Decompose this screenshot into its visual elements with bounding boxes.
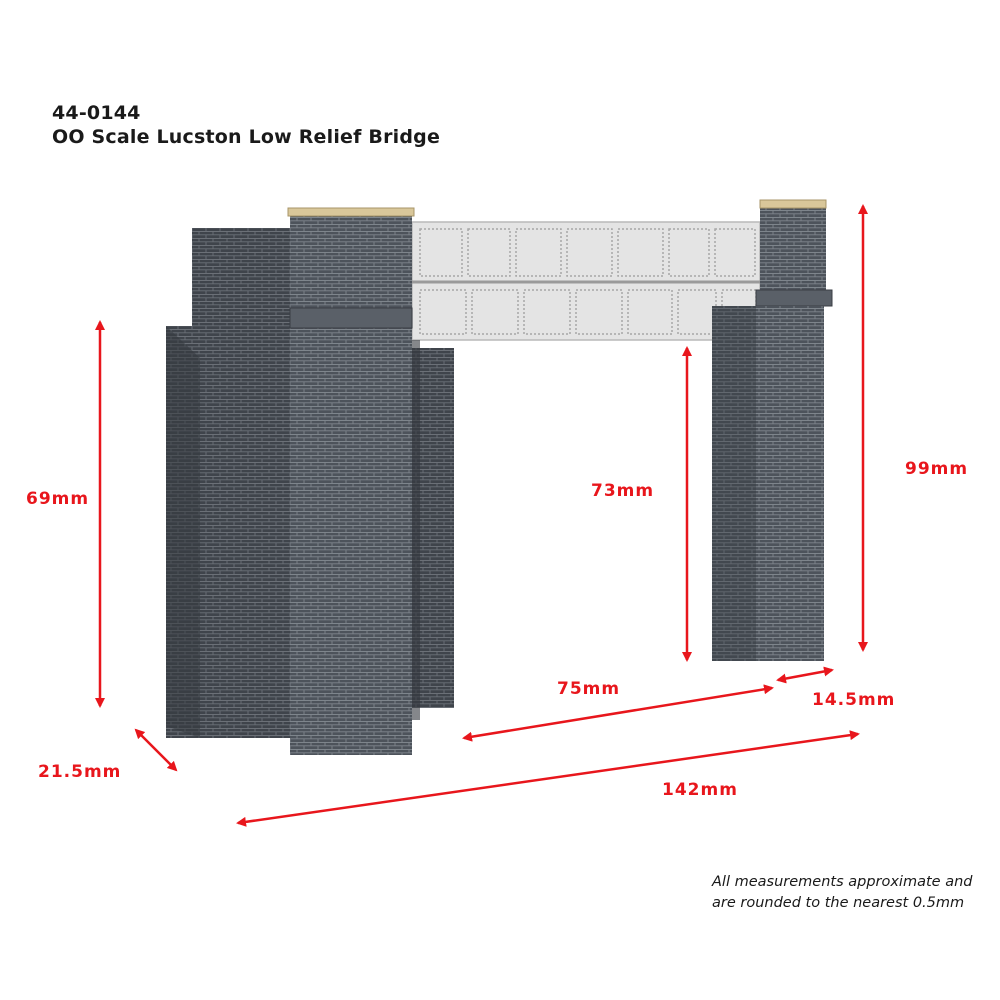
right-pier bbox=[712, 199, 833, 661]
clearance-height-label: 73mm bbox=[591, 481, 655, 501]
opening-width-label: 75mm bbox=[557, 679, 621, 699]
opening-width-line bbox=[462, 684, 774, 742]
right-pier-width-label: 14.5mm bbox=[812, 690, 896, 710]
measurement-note-line-1: All measurements approximate and bbox=[712, 874, 973, 890]
depth-line bbox=[134, 728, 178, 772]
overall-height-label: 99mm bbox=[905, 459, 969, 479]
overall-length-label: 142mm bbox=[662, 780, 738, 800]
depth-label: 21.5mm bbox=[38, 762, 122, 782]
left-pier bbox=[166, 207, 454, 755]
product-title: OO Scale Lucston Low Relief Bridge bbox=[52, 126, 441, 148]
dimension-lines bbox=[95, 204, 868, 827]
product-code: 44-0144 bbox=[52, 102, 141, 124]
measurement-note-line-2: are rounded to the nearest 0.5mm bbox=[712, 895, 965, 911]
right-pier-width-line bbox=[776, 666, 834, 684]
overall-length-line bbox=[236, 730, 860, 827]
girder-span bbox=[411, 221, 761, 341]
left-pier-height-label: 69mm bbox=[26, 489, 90, 509]
measurement-note: All measurements approximate and are rou… bbox=[712, 872, 984, 914]
